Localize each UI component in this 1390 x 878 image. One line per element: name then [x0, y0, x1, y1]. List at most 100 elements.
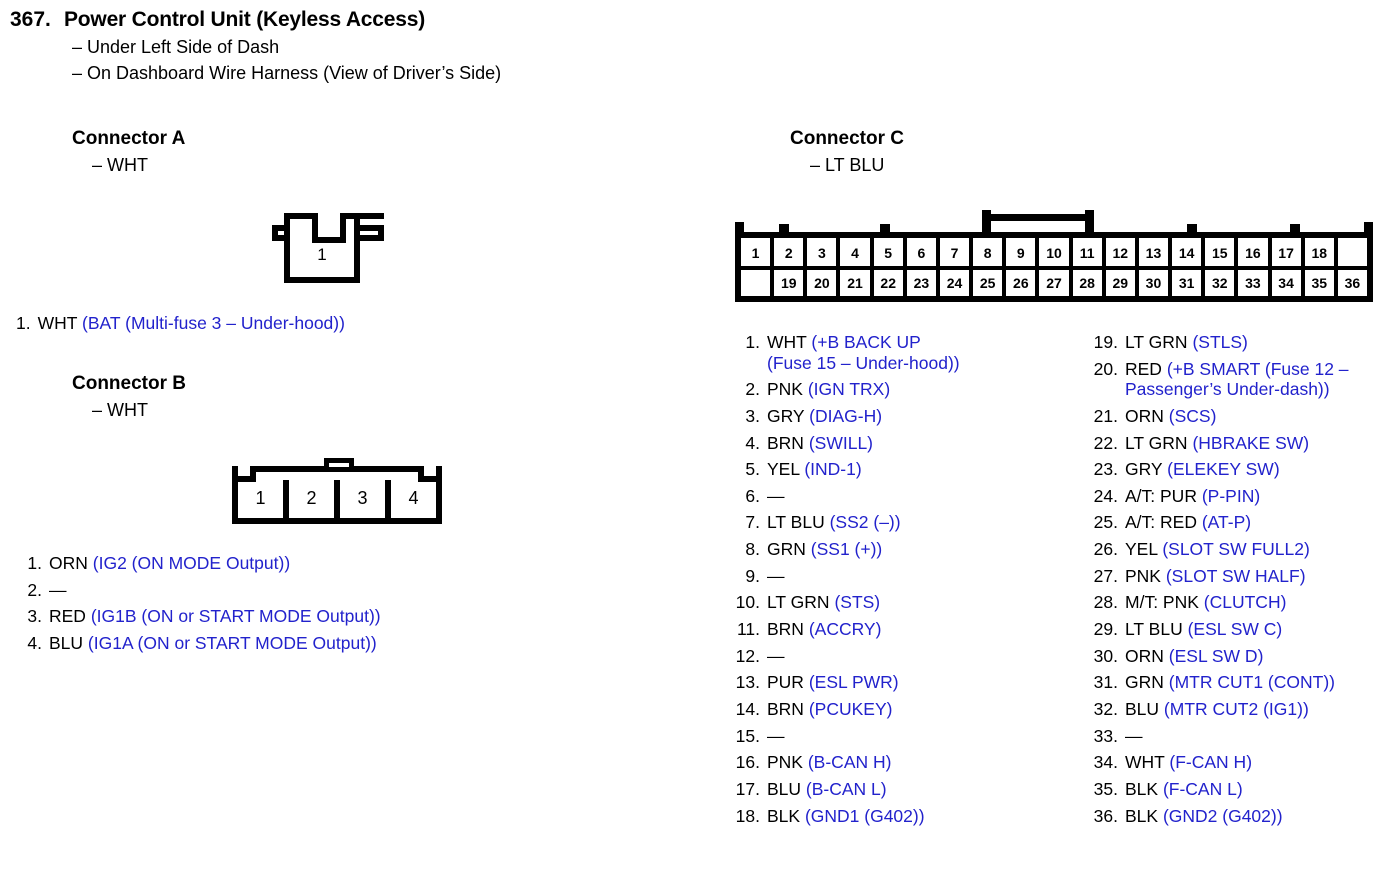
connector-b-left-notch — [238, 466, 256, 482]
pin-row: 5.YEL (IND-1) — [730, 459, 1070, 480]
pin-text: ORN (SCS) — [1125, 406, 1388, 427]
pin-wire: — — [767, 485, 785, 506]
pin-wire: LT GRN — [1125, 432, 1188, 453]
connector-c-cell: 12 — [1105, 238, 1139, 268]
pin-signal: (IND-1) — [804, 459, 862, 480]
connector-b-cell: 4 — [408, 487, 419, 508]
connector-c-cell: 8 — [973, 238, 1007, 268]
pin-number: 2. — [27, 579, 42, 600]
pin-wire: BLK — [1125, 805, 1159, 826]
pin-wire: PUR — [767, 672, 804, 693]
pin-text: ORN (IG2 (ON MODE Output)) — [49, 553, 516, 574]
pin-text: GRN (MTR CUT1 (CONT)) — [1125, 672, 1388, 693]
connector-c-wire-color: – LT BLU — [810, 155, 885, 175]
pin-signal: (ACCRY) — [808, 619, 882, 640]
pin-row: 20.RED (+B SMART (Fuse 12 –Passenger’s U… — [1088, 359, 1388, 400]
pin-signal: (GND2 (G402)) — [1162, 805, 1283, 826]
connector-c-row-separator — [741, 266, 1367, 270]
pin-wire: — — [767, 645, 785, 666]
pin-text: ORN (ESL SW D) — [1125, 646, 1388, 667]
pin-number: 35. — [1093, 778, 1118, 799]
pin-wire: BLU — [49, 632, 84, 653]
pin-signal: (SLOT SW FULL2) — [1162, 539, 1310, 560]
pin-text: LT BLU (ESL SW C) — [1125, 619, 1388, 640]
pin-row: 16.PNK (B-CAN H) — [730, 752, 1070, 773]
pin-wire: ORN — [1125, 645, 1164, 666]
connector-c-cell: 7 — [939, 238, 974, 268]
pin-text: PUR (ESL PWR) — [767, 672, 1070, 693]
connector-c-cell: 9 — [1006, 238, 1040, 268]
pin-number: 31. — [1093, 672, 1118, 693]
pin-number: 1. — [27, 553, 42, 573]
pin-text: — — [767, 646, 1070, 667]
pin-number: 25. — [1093, 512, 1118, 533]
pin-wire: GRN — [767, 539, 806, 560]
pin-row: 1. WHT (BAT (Multi-fuse 3 – Under-hood)) — [16, 313, 486, 334]
pin-wire: GRN — [1125, 672, 1164, 693]
pin-text: YEL (SLOT SW FULL2) — [1125, 539, 1388, 560]
pin-signal: (P-PIN) — [1201, 485, 1261, 506]
connector-c-cell: 2 — [774, 238, 808, 268]
pin-number: 13. — [735, 672, 760, 693]
pin-text: LT BLU (SS2 (–)) — [767, 512, 1070, 533]
pin-text: WHT (+B BACK UP(Fuse 15 – Under-hood)) — [767, 332, 1070, 373]
pin-wire: GRY — [1125, 459, 1163, 480]
pin-number: 7. — [745, 512, 760, 533]
pin-number: 22. — [1093, 432, 1118, 453]
pin-text: BLK (GND1 (G402)) — [767, 806, 1070, 827]
pin-wire: — — [49, 579, 67, 600]
pin-row: 26.YEL (SLOT SW FULL2) — [1088, 539, 1388, 560]
connector-b-cell: 1 — [238, 480, 289, 518]
pin-number: 17. — [735, 778, 760, 799]
pin-text: GRY (DIAG-H) — [767, 406, 1070, 427]
location-note-1: – Under Left Side of Dash — [72, 37, 280, 57]
pin-signal: (F-CAN L) — [1162, 778, 1243, 799]
connector-c-cell: 35 — [1304, 270, 1338, 296]
pin-text: PNK (IGN TRX) — [767, 379, 1070, 400]
pin-number: 36. — [1093, 805, 1118, 826]
section-number: 367. — [10, 8, 51, 31]
pin-row: 21.ORN (SCS) — [1088, 406, 1388, 427]
connector-a-right-tab-top — [360, 225, 384, 231]
pin-row: 10.LT GRN (STS) — [730, 592, 1070, 613]
connector-c-cell: 23 — [906, 270, 940, 296]
pin-text: — — [767, 486, 1070, 507]
pin-row: 12.— — [730, 646, 1070, 667]
pin-number: 18. — [735, 805, 760, 826]
connector-c-cell: 5 — [873, 238, 907, 268]
pin-row: 33.— — [1088, 726, 1388, 747]
pin-number: 34. — [1093, 752, 1118, 773]
connector-b-center-tab — [324, 458, 354, 472]
pin-wire: LT BLU — [1125, 619, 1183, 640]
pin-number: 19. — [1093, 332, 1118, 352]
connector-c-cell: 26 — [1006, 270, 1040, 296]
pin-number: 30. — [1093, 645, 1118, 666]
connector-a-wire-color: – WHT — [92, 155, 148, 175]
pin-row: 14.BRN (PCUKEY) — [730, 699, 1070, 720]
pin-wire: WHT — [37, 313, 78, 333]
pin-signal: (IGN TRX) — [807, 379, 891, 400]
pin-number: 4. — [27, 632, 42, 653]
connector-a-pin-list: 1. WHT (BAT (Multi-fuse 3 – Under-hood)) — [16, 313, 486, 340]
pin-wire: ORN — [1125, 405, 1164, 426]
connector-c-cell: 16 — [1238, 238, 1272, 268]
connector-a-right-tab-side — [378, 225, 384, 241]
pin-row: 1. ORN (IG2 (ON MODE Output)) — [16, 553, 516, 574]
pin-signal: (+B SMART (Fuse 12 – — [1166, 358, 1349, 379]
pin-wire: A/T: RED — [1125, 512, 1197, 533]
pin-text: BLU (IG1A (ON or START MODE Output)) — [49, 633, 516, 654]
pin-row: 2. — — [16, 580, 516, 601]
connector-c-cell: 22 — [873, 270, 907, 296]
pin-number: 24. — [1093, 485, 1118, 506]
pin-number: 1. — [16, 313, 31, 333]
pin-number: 27. — [1093, 565, 1118, 586]
connector-b-right-notch — [418, 466, 436, 482]
connector-c-cell: 10 — [1039, 238, 1073, 268]
pin-number: 9. — [745, 565, 760, 586]
pin-wire: BLK — [767, 805, 801, 826]
pin-wire: BLU — [1125, 698, 1160, 719]
pin-number: 4. — [745, 432, 760, 453]
pin-row: 8.GRN (SS1 (+)) — [730, 539, 1070, 560]
pin-text: LT GRN (STLS) — [1125, 332, 1388, 353]
connector-b-title: Connector B — [72, 373, 186, 394]
